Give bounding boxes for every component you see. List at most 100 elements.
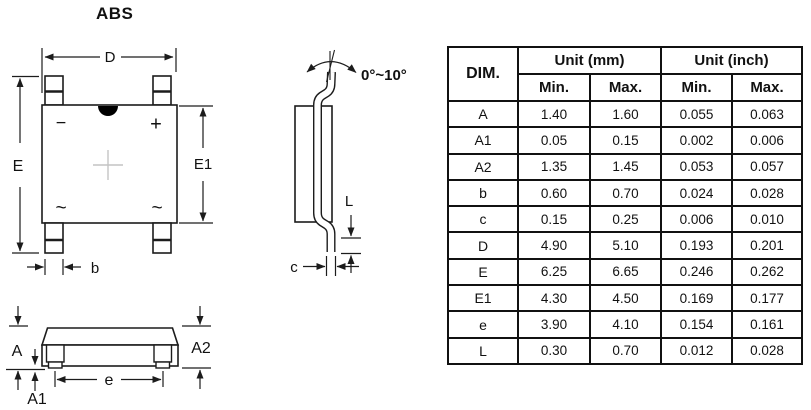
- cell-inch-max: 0.262: [731, 257, 803, 287]
- cell-mm-max: 0.70: [589, 336, 662, 365]
- dim-label-e1: E1: [194, 156, 212, 173]
- table-row: e 3.90 4.10 0.154 0.161: [447, 310, 803, 339]
- cell-mm-min: 4.90: [517, 231, 591, 260]
- cell-dim: D: [447, 231, 519, 260]
- table-row: A 1.40 1.60 0.055 0.063: [447, 99, 803, 129]
- dimensions-table-container: DIM. Unit (mm) Unit (inch) Min. Max. Min…: [447, 46, 803, 365]
- cell-inch-min: 0.169: [660, 284, 733, 313]
- cell-dim: b: [447, 178, 519, 208]
- table-row: E1 4.30 4.50 0.169 0.177: [447, 284, 803, 313]
- cell-inch-min: 0.193: [660, 231, 733, 260]
- lead-core: [314, 71, 335, 252]
- dim-label-e: E: [13, 158, 24, 175]
- dim-label-a: A: [12, 343, 23, 360]
- end-lead-left-foot: [47, 361, 63, 369]
- cell-mm-min: 6.25: [517, 257, 591, 287]
- cell-dim: c: [447, 205, 519, 234]
- dim-label-a1: A1: [27, 391, 47, 408]
- cell-dim: A2: [447, 152, 519, 181]
- package-body-top-view: [41, 104, 178, 224]
- header-dim: DIM.: [447, 46, 519, 102]
- dim-label-a2: A2: [191, 340, 211, 357]
- table-header-row-units: DIM. Unit (mm) Unit (inch): [447, 46, 803, 102]
- cell-inch-min: 0.055: [660, 99, 733, 129]
- cell-inch-max: 0.006: [731, 126, 803, 155]
- header-inch-min: Min.: [660, 73, 733, 102]
- header-unit-mm: Unit (mm): [517, 46, 662, 75]
- cell-mm-min: 0.05: [517, 126, 591, 155]
- cell-mm-max: 1.45: [589, 152, 662, 181]
- header-inch-max: Max.: [731, 73, 803, 102]
- cell-mm-min: 3.90: [517, 310, 591, 339]
- polarity-plus: +: [150, 114, 162, 136]
- header-mm-max: Max.: [589, 73, 662, 102]
- polarity-minus: −: [56, 113, 67, 133]
- pin1-notch: [98, 106, 118, 116]
- cell-inch-min: 0.006: [660, 205, 733, 234]
- table-row: b 0.60 0.70 0.024 0.028: [447, 178, 803, 208]
- cell-mm-max: 1.60: [589, 99, 662, 129]
- cell-inch-min: 0.024: [660, 178, 733, 208]
- polarity-ac-right: ~: [151, 198, 162, 219]
- table-row: E 6.25 6.65 0.246 0.262: [447, 257, 803, 287]
- dim-label-d: D: [105, 49, 116, 66]
- cell-mm-max: 4.10: [589, 310, 662, 339]
- dim-label-c: c: [290, 259, 298, 276]
- table-row: A1 0.05 0.15 0.002 0.006: [447, 126, 803, 155]
- cell-dim: A1: [447, 126, 519, 155]
- cell-mm-min: 0.15: [517, 205, 591, 234]
- cell-inch-min: 0.154: [660, 310, 733, 339]
- cell-inch-max: 0.028: [731, 336, 803, 365]
- cell-mm-min: 1.35: [517, 152, 591, 181]
- end-lead-right: [153, 344, 173, 363]
- table-header-row-minmax: Min. Max. Min. Max.: [448, 73, 803, 102]
- cell-dim: e: [447, 310, 519, 339]
- cell-mm-min: 0.60: [517, 178, 591, 208]
- cell-inch-max: 0.028: [731, 178, 803, 208]
- cell-mm-max: 4.50: [589, 284, 662, 313]
- top-view-drawing: D − + ~ ~: [12, 48, 213, 277]
- cell-dim: A: [447, 99, 519, 129]
- cell-mm-max: 5.10: [589, 231, 662, 260]
- dimensions-table: DIM. Unit (mm) Unit (inch) Min. Max. Min…: [447, 46, 803, 365]
- package-top-face: [40, 327, 180, 346]
- cell-inch-min: 0.053: [660, 152, 733, 181]
- cell-dim: L: [447, 336, 519, 365]
- header-unit-inch: Unit (inch): [660, 46, 803, 75]
- cell-dim: E1: [447, 284, 519, 313]
- side-view-drawing: 0°~10° L c: [290, 49, 407, 276]
- header-mm-min: Min.: [517, 73, 591, 102]
- cell-mm-min: 4.30: [517, 284, 591, 313]
- cell-inch-max: 0.057: [731, 152, 803, 181]
- end-view-drawing: A A1 A2 e: [6, 306, 211, 408]
- cell-mm-max: 0.25: [589, 205, 662, 234]
- package-title: ABS: [96, 4, 134, 23]
- cell-mm-max: 0.70: [589, 178, 662, 208]
- table-row: c 0.15 0.25 0.006 0.010: [447, 205, 803, 234]
- cell-mm-max: 6.65: [589, 257, 662, 287]
- end-lead-right-foot: [155, 361, 171, 369]
- dim-label-e-pitch: e: [105, 372, 114, 389]
- table-row: D 4.90 5.10 0.193 0.201: [447, 231, 803, 260]
- cell-inch-max: 0.063: [731, 99, 803, 129]
- cell-inch-min: 0.246: [660, 257, 733, 287]
- dim-label-l: L: [345, 193, 353, 210]
- cell-inch-max: 0.010: [731, 205, 803, 234]
- pin-bottom-right: [152, 222, 172, 254]
- cell-inch-min: 0.012: [660, 336, 733, 365]
- table-row: A2 1.35 1.45 0.053 0.057: [447, 152, 803, 181]
- cell-inch-min: 0.002: [660, 126, 733, 155]
- package-front-face: [41, 344, 179, 367]
- cell-mm-min: 0.30: [517, 336, 591, 365]
- angle-arc: [306, 61, 357, 73]
- cell-inch-max: 0.161: [731, 310, 803, 339]
- polarity-ac-left: ~: [55, 198, 66, 219]
- table-row: L 0.30 0.70 0.012 0.028: [447, 336, 803, 365]
- cell-inch-max: 0.201: [731, 231, 803, 260]
- cell-inch-max: 0.177: [731, 284, 803, 313]
- cell-dim: E: [447, 257, 519, 287]
- end-lead-left: [45, 344, 65, 363]
- cell-mm-min: 1.40: [517, 99, 591, 129]
